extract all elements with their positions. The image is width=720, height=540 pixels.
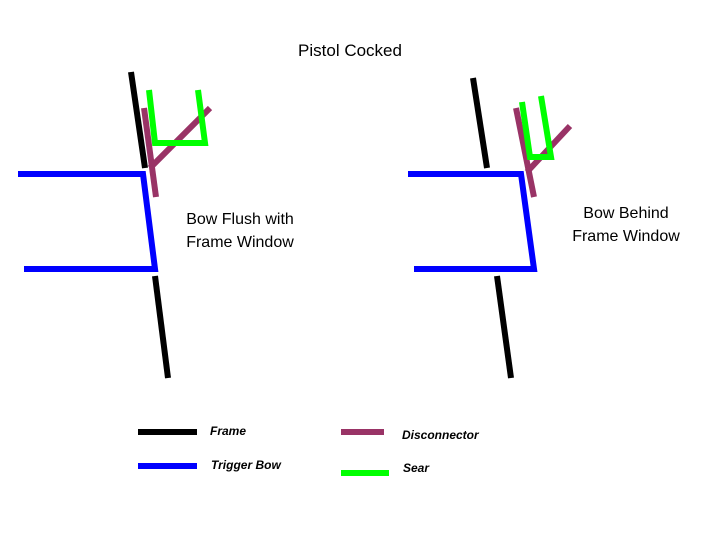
diagram-title: Pistol Cocked bbox=[298, 41, 402, 60]
left-caption-line2: Frame Window bbox=[186, 234, 294, 251]
left-trigger-bow bbox=[18, 171, 159, 272]
left-disconnector-stem bbox=[141, 107, 159, 198]
right-caption-line2: Frame Window bbox=[572, 228, 680, 245]
left-panel: Bow Flush with Frame Window bbox=[18, 71, 294, 379]
left-frame-lower bbox=[152, 275, 171, 379]
left-caption-line1: Bow Flush with bbox=[186, 211, 294, 228]
left-frame-upper bbox=[128, 71, 148, 169]
right-sear bbox=[519, 95, 555, 160]
legend-label-sear: Sear bbox=[403, 461, 430, 475]
legend-label-disconnector: Disconnector bbox=[402, 428, 480, 442]
legend-label-frame: Frame bbox=[210, 424, 246, 438]
legend-label-trigger-bow: Trigger Bow bbox=[211, 458, 281, 472]
legend: Frame Trigger Bow Disconnector Sear bbox=[138, 424, 480, 476]
right-trigger-bow bbox=[408, 171, 538, 272]
right-frame-lower bbox=[494, 275, 514, 379]
right-panel: Bow Behind Frame Window bbox=[408, 77, 680, 379]
right-disconnector-stem bbox=[513, 107, 537, 198]
left-sear bbox=[146, 89, 209, 146]
right-caption-line1: Bow Behind bbox=[583, 205, 668, 222]
right-frame-upper bbox=[470, 77, 490, 169]
